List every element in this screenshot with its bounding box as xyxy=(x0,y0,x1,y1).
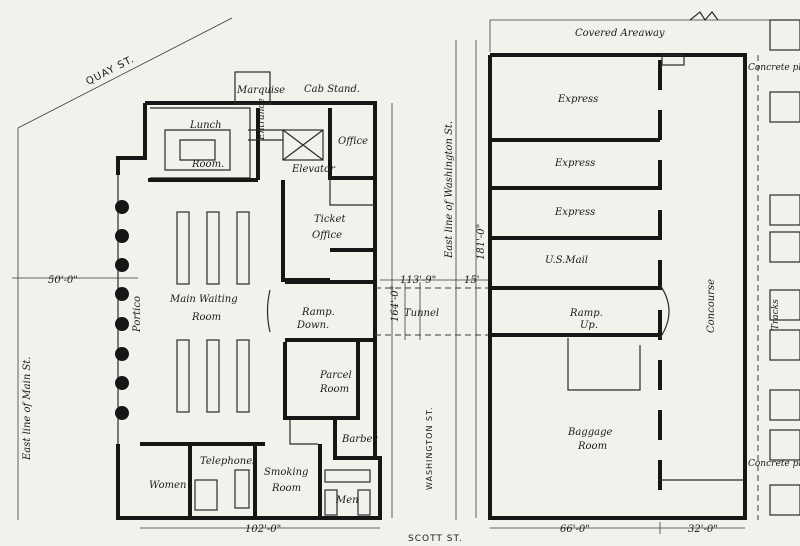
tunnel-label: Tunnel xyxy=(404,308,439,319)
property-lines xyxy=(12,17,792,520)
telephones-label: Telephones xyxy=(200,456,257,467)
dimension-102: 102'-0" xyxy=(245,524,281,535)
ramp-up-sub-label: Up. xyxy=(580,320,598,331)
ramp-down-label: Ramp. xyxy=(301,307,335,318)
waiting-room-benches xyxy=(176,211,250,413)
dimension-32: 32'-0" xyxy=(688,524,718,535)
main-street-label: East line of Main St. xyxy=(22,357,33,462)
portico-label: Portico xyxy=(132,296,143,333)
dimension-181: 181'-0" xyxy=(476,224,487,260)
smoking-label: Smoking xyxy=(264,467,308,478)
dimension-lines xyxy=(140,40,745,534)
tunnel xyxy=(375,282,492,340)
scott-street-label: SCOTT ST. xyxy=(408,534,463,544)
men-fixtures xyxy=(324,469,371,516)
right-building-walls xyxy=(488,11,747,520)
dimension-164: 164'-0" xyxy=(390,286,401,322)
baggage-room-label: Room xyxy=(577,441,607,452)
barber-label: Barber xyxy=(341,434,378,445)
cab-stand-label: Cab Stand. xyxy=(304,84,360,95)
tracks-label: Tracks xyxy=(771,299,781,330)
ticket-label: Ticket xyxy=(314,214,346,225)
main-waiting-room-label: Room xyxy=(191,312,221,323)
women-fixtures xyxy=(194,469,250,511)
dimension-66: 66'-0" xyxy=(560,524,590,535)
men-label: Men xyxy=(335,495,359,506)
express-2-label: Express xyxy=(554,158,595,169)
ticket-office-label: Office xyxy=(312,230,342,241)
track-platforms xyxy=(757,19,800,520)
lunch-room-label: Room. xyxy=(191,159,224,170)
concourse-label: Concourse xyxy=(706,279,717,333)
concrete-platform-top-label: Concrete platform. xyxy=(748,63,800,73)
left-building-walls xyxy=(115,71,382,520)
dimension-50: 50'-0" xyxy=(48,275,78,286)
covered-areaway-label: Covered Areaway xyxy=(575,28,665,39)
baggage-label: Baggage xyxy=(567,427,612,438)
lunch-label: Lunch xyxy=(189,120,222,131)
parcel-label: Parcel xyxy=(319,370,352,381)
marquise-label: Marquise xyxy=(236,85,285,96)
concrete-platform-bottom-label: Concrete platform. xyxy=(748,459,800,469)
portico-columns xyxy=(115,200,129,420)
women-label: Women xyxy=(149,480,186,491)
dimension-113: 113'-9" xyxy=(400,275,436,286)
dimension-15: 15' xyxy=(464,275,479,286)
washington-street-label: WASHINGTON ST. xyxy=(425,406,434,490)
washington-east-label: East line of Washington St. xyxy=(444,121,455,259)
office-label: Office xyxy=(338,136,368,147)
us-mail-label: U.S.Mail xyxy=(545,255,588,266)
elevator-label: Elevator xyxy=(291,164,336,175)
main-waiting-label: Main Waiting xyxy=(169,294,238,305)
express-1-label: Express xyxy=(557,94,598,105)
ramp-down-sub-label: Down. xyxy=(296,320,329,331)
entrance-label: Entrance xyxy=(257,98,267,141)
smoking-room-label: Room xyxy=(271,483,301,494)
parcel-room-label: Room xyxy=(319,384,349,395)
express-3-label: Express xyxy=(554,207,595,218)
ramp-up-label: Ramp. xyxy=(569,308,603,319)
